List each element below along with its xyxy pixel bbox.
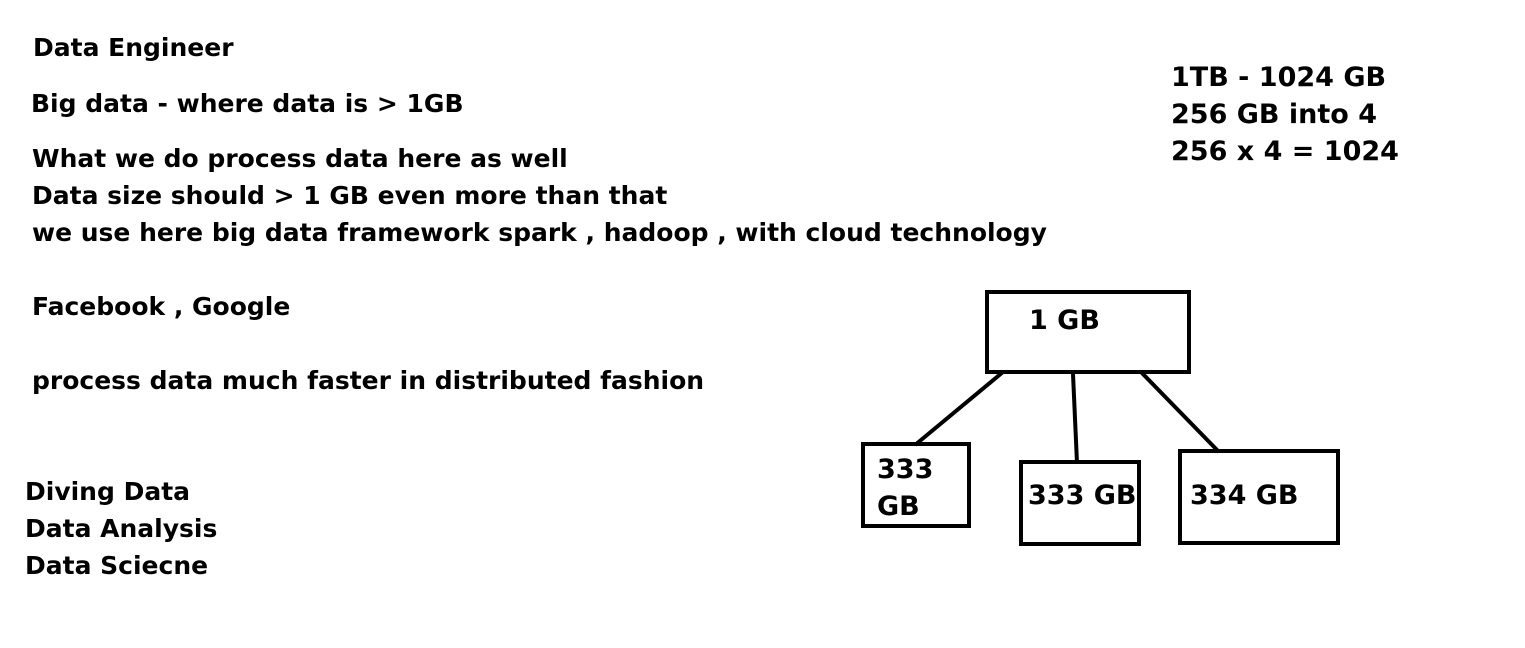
topic-item-1: Diving Data [25, 477, 191, 506]
topic-item-3: Data Sciecne [25, 551, 209, 580]
process-line-1: What we do process data here as well [32, 144, 568, 173]
child-box-1-label-line-1: 333 [877, 454, 934, 485]
connector-line-left [913, 370, 1005, 447]
child-box-2-label: 333 GB [1028, 480, 1137, 511]
root-box-label: 1 GB [1029, 305, 1100, 336]
process-line-2: Data size should > 1 GB even more than t… [32, 181, 668, 210]
process-line-3: we use here big data framework spark , h… [32, 218, 1047, 247]
child-box-3-label: 334 GB [1190, 480, 1299, 511]
topic-item-2: Data Analysis [25, 514, 218, 543]
heading-data-engineer: Data Engineer [33, 33, 234, 62]
child-box-2 [1019, 460, 1141, 546]
calc-line-3: 256 x 4 = 1024 [1171, 136, 1399, 167]
root-box-1gb [985, 290, 1191, 374]
calc-line-1: 1TB - 1024 GB [1171, 62, 1387, 93]
companies-note: Facebook , Google [32, 292, 291, 321]
distributed-note: process data much faster in distributed … [32, 366, 705, 395]
calc-line-2: 256 GB into 4 [1171, 99, 1378, 130]
connector-line-right [1139, 370, 1221, 454]
child-box-3 [1178, 449, 1340, 545]
child-box-1 [861, 442, 971, 528]
connector-line-middle [1071, 373, 1079, 464]
child-box-1-label-line-2: GB [877, 491, 920, 522]
big-data-definition: Big data - where data is > 1GB [31, 89, 464, 118]
